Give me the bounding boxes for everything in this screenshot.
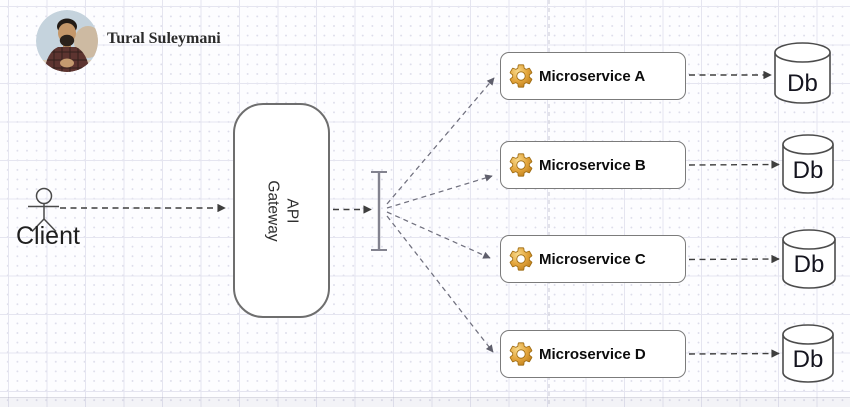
avatar-photo [36,10,98,72]
client-actor-figure[interactable] [28,187,59,233]
microservice-a-label: Microservice A [539,67,646,85]
microservice-d-node[interactable]: Microservice D [500,330,686,378]
db-cylinder-4[interactable] [782,324,834,383]
db-label-2: Db [792,157,824,184]
avatar [36,10,98,72]
canvas-bottom-edge [0,397,850,407]
db-cylinder-1[interactable] [774,42,831,104]
author-badge: Tural Suleymani [36,10,221,72]
client-label: Client [16,222,80,250]
db-label-4: Db [792,346,824,373]
api-gateway-node[interactable]: API Gateway [233,103,330,318]
microservice-d-label: Microservice D [539,345,646,363]
db-cylinder-2[interactable] [782,134,834,194]
gear-icon [509,247,533,271]
fork-to-microservice-b-arrow[interactable] [386,174,493,209]
microservice-a-node[interactable]: Microservice A [500,52,686,100]
microservice-c-label: Microservice C [539,250,646,268]
gear-icon [509,342,533,366]
microservice-c-node[interactable]: Microservice C [500,235,686,283]
fork-bar[interactable] [371,171,387,251]
fork-to-microservice-a-arrow[interactable] [386,77,495,205]
gear-icon [509,64,533,88]
fork-to-microservice-d-arrow[interactable] [386,215,494,353]
microservice-b-node[interactable]: Microservice B [500,141,686,189]
db-label-1: Db [787,70,818,97]
microservice-d-to-db-arrow[interactable] [688,349,780,358]
author-name: Tural Suleymani [107,30,221,47]
gear-icon [509,153,533,177]
microservice-c-to-db-arrow[interactable] [688,254,780,264]
db-cylinder-3[interactable] [782,229,836,289]
api-gateway-label: API Gateway [263,179,300,242]
db-label-3: Db [793,251,825,278]
fork-to-microservice-c-arrow[interactable] [386,211,491,259]
microservice-b-label: Microservice B [539,156,646,174]
microservice-b-to-db-arrow[interactable] [688,160,780,169]
